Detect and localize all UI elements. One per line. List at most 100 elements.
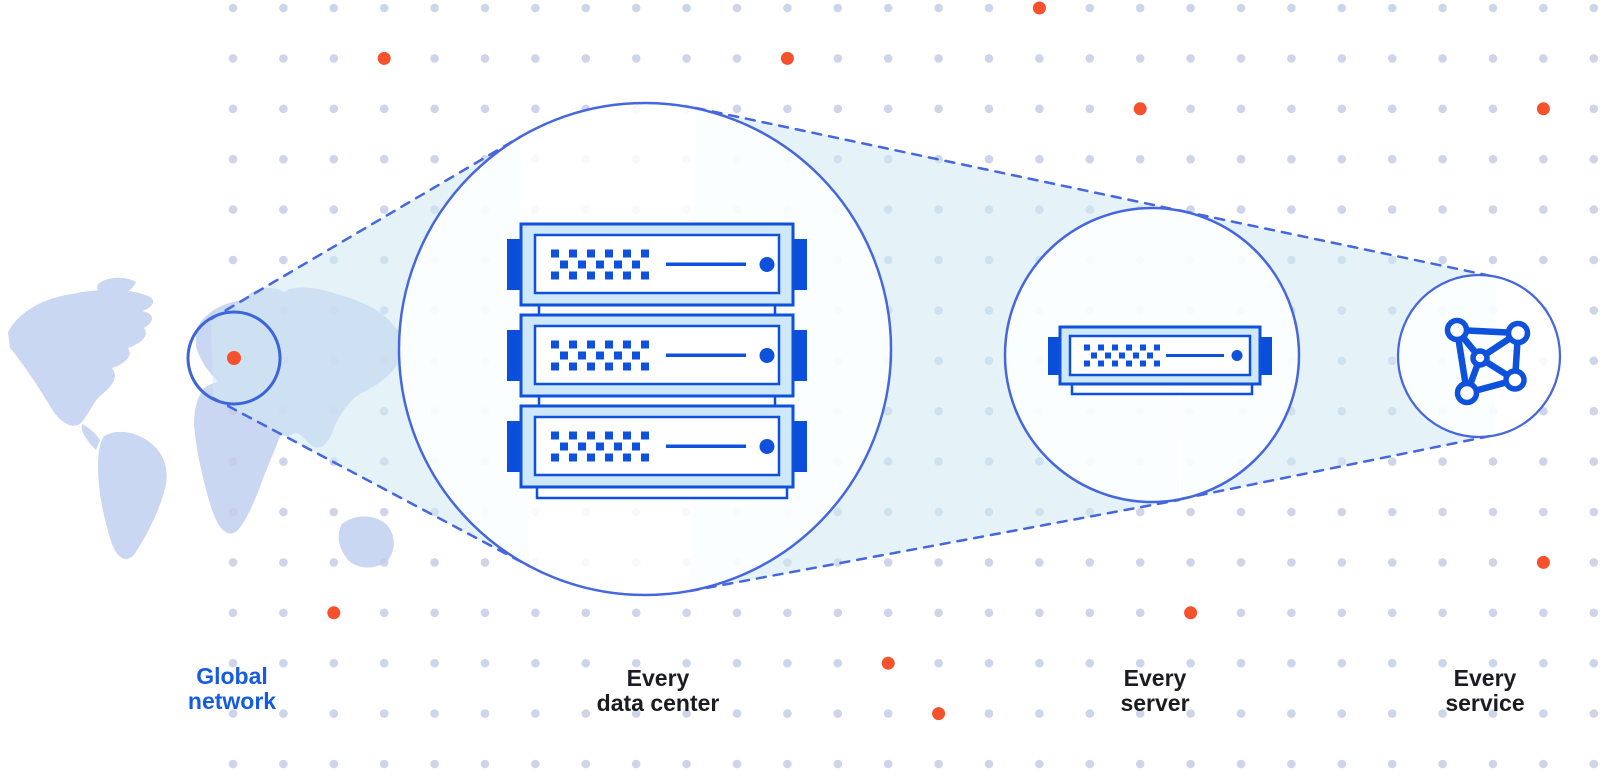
grid-dot: [1539, 709, 1548, 718]
server-unit: [505, 222, 809, 307]
network-node: [1505, 320, 1531, 346]
grid-dot: [1488, 255, 1498, 265]
grid-dot: [1035, 658, 1044, 668]
grid-dot: [1488, 507, 1498, 517]
grid-dot: [329, 558, 339, 567]
server-rack-icon: [505, 222, 809, 500]
grid-dot: [228, 104, 238, 114]
grid-dot: [883, 709, 893, 718]
grid-dot: [1539, 154, 1548, 164]
grid-dot: [1236, 709, 1246, 718]
grid-dot: [1135, 154, 1145, 164]
grid-dot: [934, 658, 943, 668]
grid-dot: [934, 558, 943, 567]
grid-dot: [1287, 3, 1296, 13]
grid-dot: [1287, 558, 1296, 567]
grid-dot: [1135, 507, 1145, 517]
label-every-server: Every server: [1120, 666, 1189, 716]
label-line: data center: [596, 690, 720, 716]
grid-dot: [279, 255, 288, 265]
grid-dot: [783, 608, 792, 618]
grid-dot: [783, 658, 792, 668]
grid-dot: [581, 3, 591, 13]
grid-dot: [1488, 558, 1498, 567]
grid-dot: [883, 558, 893, 567]
grid-dot: [732, 658, 742, 668]
grid-dot: [1488, 104, 1498, 114]
grid-dot: [1135, 658, 1145, 668]
grid-dot: [581, 658, 591, 668]
grid-dot: [228, 205, 238, 214]
grid-dot: [934, 54, 943, 63]
pixel: [1126, 360, 1132, 367]
grid-dot: [682, 608, 691, 618]
grid-dot: [1287, 104, 1296, 114]
grid-dot: [1337, 54, 1347, 63]
grid-dot: [480, 104, 490, 114]
label-line: server: [1120, 690, 1190, 716]
grid-dot: [934, 759, 943, 769]
grid-dot: [1589, 104, 1599, 114]
grid-dot: [1488, 54, 1498, 63]
grid-dot: [1589, 558, 1599, 567]
grid-dot: [783, 709, 792, 718]
grid-dot: [1337, 759, 1347, 769]
grid-dot: [430, 104, 439, 114]
grid-dot: [682, 759, 691, 769]
grid-dot: [682, 54, 691, 63]
grid-dot: [631, 608, 641, 618]
grid-dot: [1287, 608, 1296, 618]
grid-dot: [1589, 608, 1599, 618]
grid-dot: [1438, 658, 1447, 668]
network-node: [1454, 380, 1480, 406]
grid-dot: [1236, 104, 1246, 114]
grid-dot: [682, 658, 691, 668]
grid-dot: [1287, 507, 1296, 517]
grid-dot: [1287, 54, 1296, 63]
grid-dot: [1085, 658, 1095, 668]
grid-dot: [984, 54, 994, 63]
grid-dot: [1337, 154, 1347, 164]
grid-dot: [1438, 759, 1447, 769]
grid-dot: [1186, 658, 1195, 668]
grid-dot: [581, 608, 591, 618]
grid-dot: [1589, 709, 1599, 718]
grid-dot: [984, 709, 994, 718]
label-global-network: Global network: [188, 664, 276, 714]
grid-dot: [228, 154, 238, 164]
grid-dot: [480, 3, 490, 13]
grid-dot: [1387, 154, 1397, 164]
grid-dot: [1539, 658, 1548, 668]
grid-dot: [732, 104, 742, 114]
label-every-data-center: Every data center: [597, 666, 720, 716]
grid-dot: [1085, 709, 1095, 718]
grid-dot: [883, 54, 893, 63]
grid-dot: [329, 759, 339, 769]
grid-dot: [379, 3, 389, 13]
grid-dot: [279, 759, 288, 769]
grid-dot: [279, 658, 288, 668]
grid-dot: [833, 54, 843, 63]
accent-dot: [1133, 102, 1147, 116]
grid-dot: [430, 658, 439, 668]
accent-dot: [327, 606, 341, 620]
grid-dot: [279, 3, 288, 13]
grid-dot: [279, 709, 288, 718]
grid-dot: [631, 54, 641, 63]
grid-dot: [783, 3, 792, 13]
grid-dot: [833, 709, 843, 718]
grid-dot: [1186, 507, 1195, 517]
grid-dot: [279, 54, 288, 63]
grid-dot: [379, 709, 389, 718]
grid-dot: [1236, 658, 1246, 668]
grid-dot: [329, 658, 339, 668]
grid-dot: [1387, 759, 1397, 769]
grid-dot: [1287, 205, 1296, 214]
pixel: [1133, 352, 1139, 359]
grid-dot: [480, 608, 490, 618]
pixel: [1119, 352, 1125, 359]
accent-dot: [780, 51, 794, 65]
grid-dot: [1035, 54, 1044, 63]
grid-dot: [430, 154, 439, 164]
grid-dot: [531, 759, 540, 769]
